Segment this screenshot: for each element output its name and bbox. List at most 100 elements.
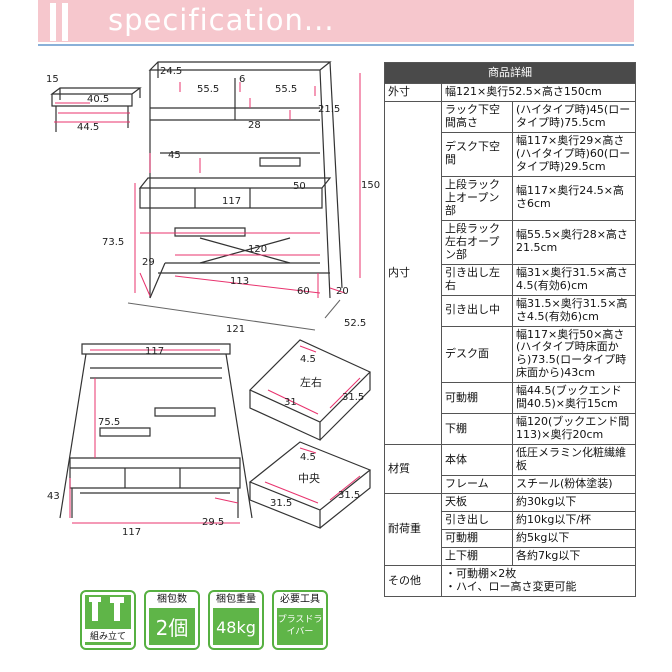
table-row: 引き出し中幅31.5×奥行31.5×高さ4.5(有効6)cm — [385, 294, 636, 327]
spec-sub: デスク下空間 — [441, 131, 513, 177]
dim-31-5-d: 31.5 — [338, 490, 360, 501]
spec-value: 幅117×奥行24.5×高さ6cm — [512, 175, 636, 221]
table-row: 可動棚幅44.5(ブックエンド間40.5)×奥行15cm — [385, 382, 636, 415]
spec-sub: フレーム — [441, 475, 513, 495]
dim-44-5: 44.5 — [77, 122, 99, 133]
dim-24-5: 24.5 — [160, 66, 182, 77]
assembly-icon: 組み立て — [80, 590, 136, 650]
table-row: 材質 本体 低圧メラミン化粧繊維板 — [384, 444, 636, 495]
spec-sub: 上段ラック左右オープン部 — [441, 219, 513, 265]
spec-value: 各約7kg以下 — [512, 547, 636, 567]
spec-value: (ハイタイプ時)45(ロータイプ時)75.5cm — [512, 100, 636, 133]
spec-sub: 上下棚 — [441, 547, 513, 567]
spec-value: 幅55.5×奥行28×高さ21.5cm — [512, 219, 636, 265]
package-count-icon: 梱包数 2個 — [144, 590, 200, 650]
spec-value: 幅121×奥行52.5×高さ150cm — [441, 83, 636, 102]
dim-117-top: 117 — [145, 346, 164, 357]
spec-cat: その他 — [384, 565, 442, 597]
table-row: 可動棚約5kg以下 — [385, 529, 636, 549]
spec-sub: 本体 — [441, 444, 513, 477]
tool-required-caption: 必要工具 — [280, 594, 320, 605]
dim-31: 31 — [284, 397, 297, 408]
dim-60: 60 — [297, 286, 310, 297]
table-row: デスク面幅117×奥行50×高さ(ハイタイプ時床面から)73.5(ロータイプ時床… — [385, 325, 636, 384]
section-header: specification... — [38, 0, 634, 42]
dim-4-5-lr: 4.5 — [300, 354, 316, 365]
dim-4-5-c: 4.5 — [300, 452, 316, 463]
spec-table: 商品詳細 外寸 幅121×奥行52.5×高さ150cm 内寸 ラック下空間高さ … — [384, 62, 636, 597]
dim-150: 150 — [361, 180, 380, 191]
spec-sub: 引き出し — [441, 511, 513, 531]
spec-sub: 可動棚 — [441, 529, 513, 549]
table-row: 引き出し約10kg以下/杯 — [385, 511, 636, 531]
dim-29: 29 — [142, 257, 155, 268]
dim-75-5: 75.5 — [98, 417, 120, 428]
spec-value: 幅120(ブックエンド間113)×奥行20cm — [512, 413, 636, 446]
table-row: 上下棚各約7kg以下 — [385, 547, 636, 567]
spec-sub: 下棚 — [441, 413, 513, 446]
section-title: specification... — [108, 3, 335, 37]
spec-value: 幅31.5×奥行31.5×高さ4.5(有効6)cm — [512, 294, 636, 327]
dim-52-5: 52.5 — [344, 318, 366, 329]
spec-cat: 材質 — [384, 444, 442, 495]
table-row: 外寸 幅121×奥行52.5×高さ150cm — [384, 83, 636, 102]
dim-40-5: 40.5 — [87, 94, 109, 105]
table-row: 上段ラック左右オープン部幅55.5×奥行28×高さ21.5cm — [385, 219, 636, 265]
dim-121: 121 — [226, 324, 245, 335]
dim-29-5: 29.5 — [202, 517, 224, 528]
drawer-label-lr: 左右 — [300, 375, 322, 389]
package-weight-value: 48kg — [213, 608, 259, 645]
tool-required-value: プラスドライバー — [277, 608, 323, 645]
dim-15: 15 — [46, 74, 59, 85]
dim-117: 117 — [222, 196, 241, 207]
dimension-diagrams: 15 40.5 44.5 24.5 6 55.5 55.5 21.5 28 45… — [46, 61, 380, 538]
table-row: 内寸 ラック下空間高さ (ハイタイプ時)45(ロータイプ時)75.5cm — [384, 100, 636, 446]
table-row: その他 ・可動棚×2枚 ・ハイ、ロー高さ変更可能 — [384, 565, 636, 597]
header-bar — [50, 3, 56, 41]
dim-6: 6 — [239, 74, 245, 85]
spec-sub: 引き出し中 — [441, 294, 513, 327]
header-rule — [38, 44, 634, 46]
dim-55-5-right: 55.5 — [275, 84, 297, 95]
spec-sub: デスク面 — [441, 325, 513, 384]
spec-sub: 上段ラック上オープン部 — [441, 175, 513, 221]
dim-50: 50 — [293, 181, 306, 192]
dim-113: 113 — [230, 276, 249, 287]
spec-cat: 外寸 — [384, 83, 442, 102]
dim-28: 28 — [248, 120, 261, 131]
tool-required-icon: 必要工具 プラスドライバー — [272, 590, 328, 650]
spec-value: 幅44.5(ブックエンド間40.5)×奥行15cm — [512, 382, 636, 415]
table-row: 下棚幅120(ブックエンド間113)×奥行20cm — [385, 413, 636, 446]
spec-sub: 天板 — [441, 493, 513, 513]
spec-value: 約5kg以下 — [512, 529, 636, 549]
drawer-label-c: 中央 — [298, 472, 320, 485]
spec-cat: 耐荷重 — [384, 493, 442, 567]
package-count-value: 2個 — [149, 608, 195, 645]
assembly-label: 組み立て — [82, 629, 134, 642]
table-row: 引き出し左右幅31×奥行31.5×高さ4.5(有効6)cm — [385, 263, 636, 296]
spec-sub: ラック下空間高さ — [441, 100, 513, 133]
dim-20: 20 — [336, 286, 349, 297]
package-weight-caption: 梱包重量 — [216, 594, 256, 605]
spec-value: スチール(粉体塗装) — [512, 475, 636, 495]
spec-sub: 引き出し左右 — [441, 263, 513, 296]
spec-value: 幅117×奥行29×高さ(ハイタイプ時)60(ロータイプ時)29.5cm — [512, 131, 636, 177]
dim-45: 45 — [168, 150, 181, 161]
table-row: フレームスチール(粉体塗装) — [385, 475, 636, 495]
spec-value: 幅117×奥行50×高さ(ハイタイプ時床面から)73.5(ロータイプ時床面から)… — [512, 325, 636, 384]
table-row: デスク下空間幅117×奥行29×高さ(ハイタイプ時)60(ロータイプ時)29.5… — [385, 131, 636, 177]
spec-value: ・可動棚×2枚 ・ハイ、ロー高さ変更可能 — [441, 565, 636, 597]
dim-43: 43 — [47, 491, 60, 502]
dim-31-5-lr: 31.5 — [342, 392, 364, 403]
spec-cat: 内寸 — [384, 100, 442, 446]
spec-value: 幅31×奥行31.5×高さ4.5(有効6)cm — [512, 263, 636, 296]
package-weight-icon: 梱包重量 48kg — [208, 590, 264, 650]
spec-value: 約30kg以下 — [512, 493, 636, 513]
dim-55-5-left: 55.5 — [197, 84, 219, 95]
spec-value: 低圧メラミン化粧繊維板 — [512, 444, 636, 477]
info-icons: 組み立て 梱包数 2個 梱包重量 48kg 必要工具 プラスドライバー — [80, 590, 332, 654]
spec-value: 約10kg以下/杯 — [512, 511, 636, 531]
dim-31-5-w: 31.5 — [270, 498, 292, 509]
spec-sub: 可動棚 — [441, 382, 513, 415]
dim-117-bottom: 117 — [122, 527, 141, 538]
